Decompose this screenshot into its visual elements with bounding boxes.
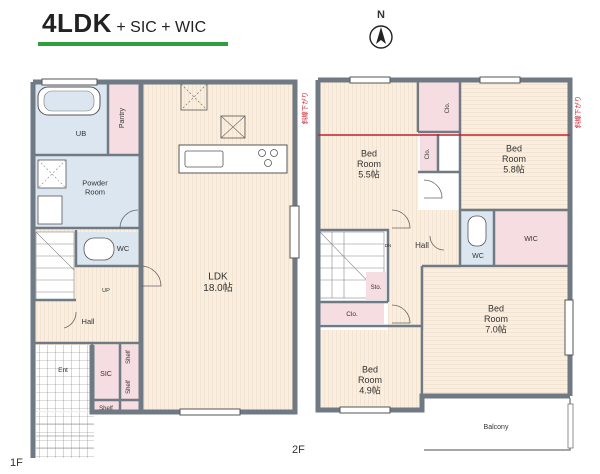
- bedroom-5-8: [460, 80, 568, 210]
- bedroom-4-9: [318, 330, 422, 410]
- closet-top: [420, 80, 460, 132]
- closet-bottom: [320, 302, 384, 324]
- plan-subtitle: + SIC + WIC: [116, 19, 207, 36]
- label-hall-1f: Hall: [82, 317, 95, 326]
- vanity-sink-icon: [37, 195, 63, 225]
- label-clo-1: Clo.: [445, 102, 451, 113]
- stairs-1f: [35, 231, 75, 301]
- kitchen-sink-icon: [184, 150, 224, 168]
- label-wc-1f: WC: [117, 244, 130, 253]
- walls-2f: [315, 77, 573, 413]
- storage-2f: [366, 272, 386, 300]
- label-floor-1: 1F: [10, 457, 23, 469]
- label-shelf-2: Shelf: [126, 380, 132, 394]
- label-ub: UB: [76, 129, 86, 138]
- title-underline: [38, 42, 228, 46]
- label-shelf-1: Shelf: [126, 350, 132, 364]
- bedroom-7-0: [424, 268, 568, 396]
- label-clo-2: Clo.: [425, 148, 431, 159]
- toilet-2f-icon: [467, 215, 487, 247]
- limit-label-left: 斜線下がり: [300, 92, 309, 125]
- label-sic: SIC: [100, 371, 112, 378]
- ldk-room: [141, 82, 295, 412]
- label-balcony: Balcony: [484, 424, 509, 431]
- label-floor-2: 2F: [292, 444, 305, 456]
- north-label: N: [377, 9, 385, 21]
- cooktop-icon: [258, 149, 278, 167]
- entrance: [36, 345, 90, 411]
- label-shelf-3: Shelf: [99, 406, 113, 412]
- label-clo-3: Clo.: [346, 311, 358, 318]
- closet-side: [420, 134, 438, 172]
- bedroom-5-5: [318, 80, 418, 230]
- label-up: UP: [102, 288, 110, 294]
- north-arrow-icon: N: [369, 9, 393, 49]
- limit-label-right: 斜線下がり: [573, 96, 582, 129]
- plan-title: 4LDK: [42, 8, 112, 38]
- label-hall-2f: Hall: [415, 241, 429, 250]
- hall-1f: [36, 300, 138, 340]
- label-wic: WIC: [524, 236, 538, 243]
- label-sto: Sto.: [371, 285, 382, 291]
- pantry: [108, 82, 141, 155]
- toilet-icon: [83, 237, 115, 261]
- storage-space: [220, 115, 246, 139]
- plan-header: 4LDK + SIC + WIC: [42, 8, 206, 39]
- walk-in-closet: [494, 210, 568, 266]
- balcony: [424, 398, 570, 450]
- label-pantry: Pantry: [119, 107, 126, 128]
- label-dn: DN: [385, 243, 392, 248]
- label-wc-2f: WC: [472, 253, 484, 260]
- porch: [36, 412, 94, 458]
- label-ent: Ent: [58, 367, 68, 374]
